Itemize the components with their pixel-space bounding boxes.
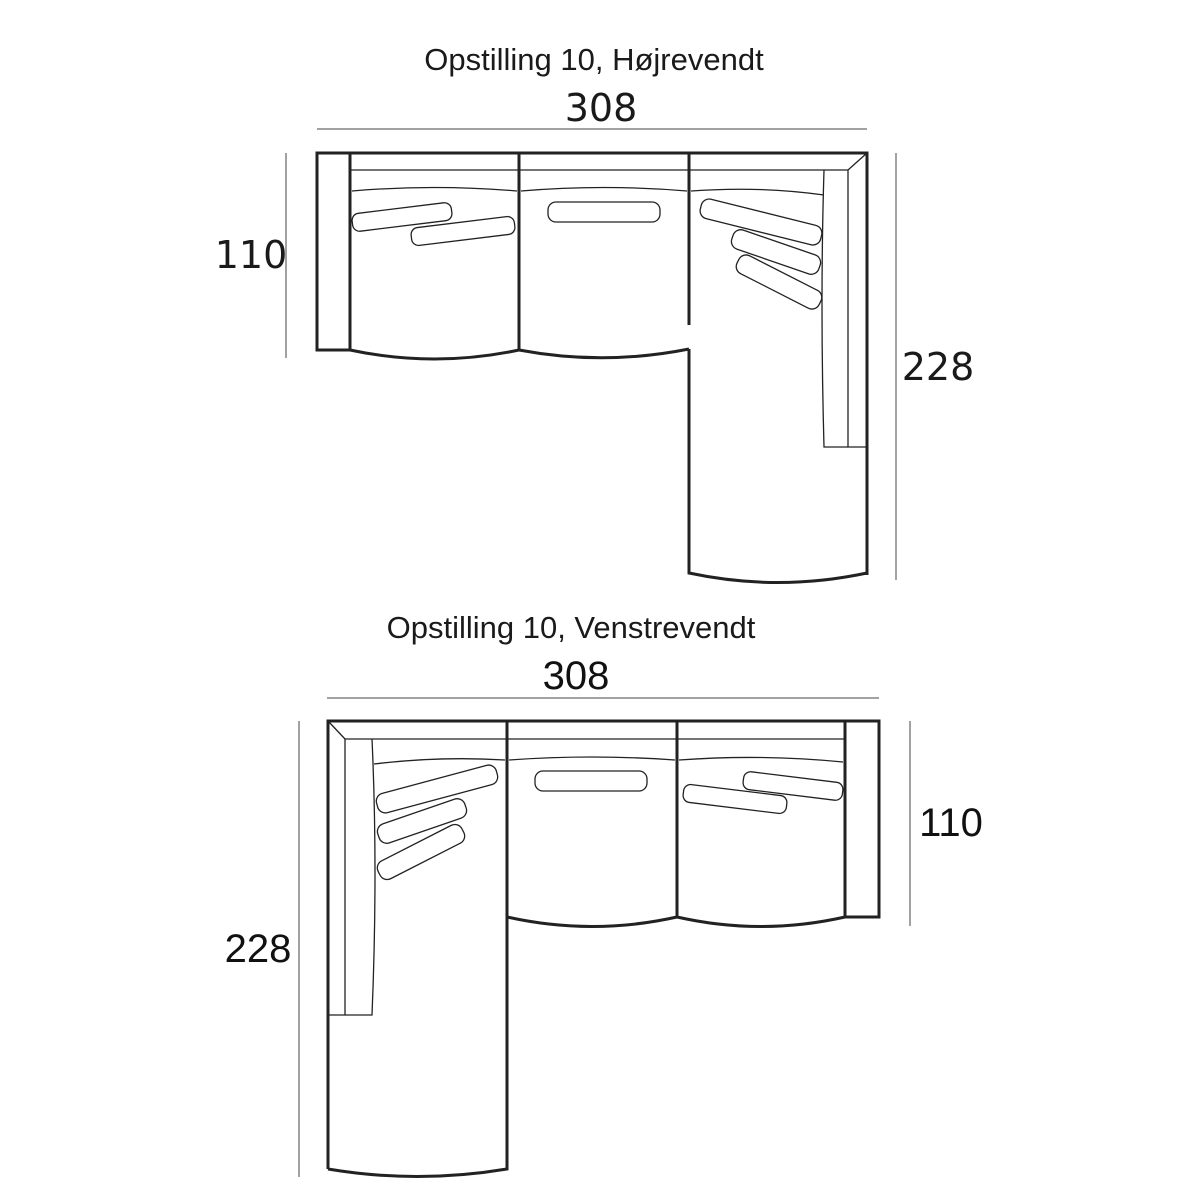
- pillow: [376, 798, 468, 844]
- depth-label: 110: [919, 801, 983, 845]
- seat-cushion-edge: [520, 186, 688, 192]
- pillow: [375, 764, 499, 814]
- sofa-outline: [326, 719, 881, 1178]
- pillow: [699, 198, 823, 246]
- diagram-right-facing: Opstilling 10, Højrevendt 308 110 228: [215, 42, 975, 584]
- chaise-depth-label: 228: [225, 927, 292, 971]
- diagram-title: Opstilling 10, Højrevendt: [424, 42, 764, 77]
- seat-fronts: [506, 915, 846, 928]
- width-label: 308: [543, 654, 610, 698]
- seat-cushion-edge: [373, 758, 506, 765]
- left-armrest: [315, 151, 352, 352]
- depth-label: 110: [215, 233, 288, 277]
- pillow: [730, 229, 822, 275]
- pillows: [351, 198, 823, 310]
- seat-cushion-edge: [508, 756, 676, 761]
- pillow: [547, 201, 661, 223]
- chaise-armrest: [328, 739, 346, 1016]
- corner-bevel: [847, 152, 868, 171]
- seat-fronts: [349, 347, 690, 361]
- width-label: 308: [565, 86, 638, 130]
- pillow: [351, 202, 453, 232]
- outer-back-outline: [350, 151, 869, 575]
- chaise-armrest: [847, 170, 867, 448]
- sofa-outline: [315, 151, 869, 584]
- chaise-front: [327, 917, 509, 1178]
- pillow: [410, 215, 516, 247]
- pillow: [682, 783, 788, 815]
- seat-cushion-edge: [690, 188, 825, 196]
- seat-cushion-edge: [678, 756, 844, 763]
- right-armrest: [843, 719, 881, 919]
- pillow: [742, 771, 844, 801]
- pillow: [534, 770, 648, 792]
- seat-cushion-edge: [351, 186, 518, 192]
- pillow: [376, 823, 466, 881]
- outer-back-outline: [326, 719, 845, 1169]
- diagram-title: Opstilling 10, Venstrevendt: [387, 610, 756, 645]
- chaise-depth-label: 228: [902, 345, 975, 389]
- pillow: [735, 254, 823, 310]
- corner-bevel: [327, 720, 346, 740]
- chaise-front: [687, 349, 868, 584]
- chaise-back-cushion: [345, 738, 376, 1016]
- chaise-back-cushion: [821, 169, 848, 448]
- diagram-left-facing: Opstilling 10, Venstrevendt 308 228 110: [225, 610, 983, 1178]
- pillows: [375, 764, 844, 881]
